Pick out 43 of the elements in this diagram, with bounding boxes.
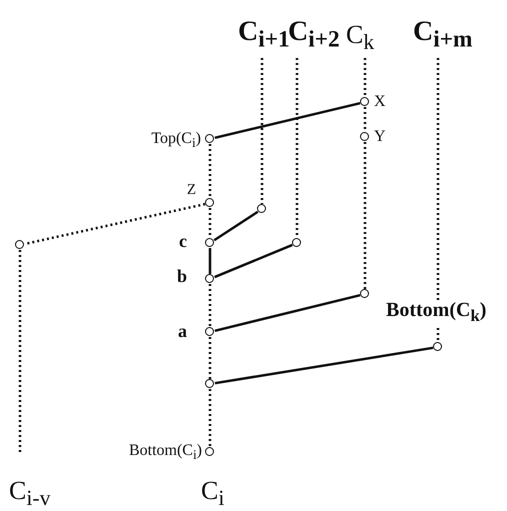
- dotted-line: [436, 58, 440, 342]
- dotted-line: [208, 337, 212, 379]
- point-marker: [205, 238, 214, 247]
- point-label: b: [176, 267, 188, 285]
- point-marker: [205, 379, 214, 388]
- line: [214, 102, 360, 140]
- dotted-line: [208, 144, 212, 198]
- chain-label: C$_{i}$: [200, 478, 226, 510]
- point-marker: [257, 204, 266, 213]
- point-marker: [205, 134, 214, 143]
- dotted-line: [364, 142, 366, 289]
- point-marker: [433, 342, 442, 351]
- line: [214, 244, 293, 278]
- point-marker: [360, 97, 369, 106]
- dotted-line: [364, 58, 366, 97]
- point-marker: [360, 289, 369, 298]
- line: [208, 248, 212, 274]
- chain-label: C$_{i+2}$: [288, 18, 341, 52]
- line: [214, 346, 434, 384]
- dotted-line: [208, 389, 212, 447]
- point-marker: [205, 198, 214, 207]
- chain-label: C$_{k}$: [345, 22, 376, 54]
- point-label: Bottom(C$_{i}$): [128, 443, 203, 462]
- dotted-line: [18, 250, 22, 455]
- chain-label: C$_{i+m}$: [412, 18, 474, 52]
- dotted-line: [296, 58, 298, 238]
- line: [214, 294, 360, 332]
- point-marker: [292, 238, 301, 247]
- point-label: Top(C$_{i}$): [150, 131, 202, 150]
- dotted-line: [208, 284, 212, 327]
- point-marker: [205, 327, 214, 336]
- point-label: Bottom(C$_{k}$): [385, 300, 488, 325]
- dotted-line: [364, 107, 366, 132]
- point-marker: [360, 132, 369, 141]
- chain-label: C$_{i-v}$: [8, 478, 52, 510]
- point-marker: [205, 447, 214, 456]
- chain-label: C$_{i+1}$: [237, 18, 290, 52]
- line: [214, 210, 258, 242]
- point-marker: [205, 274, 214, 283]
- dotted-line: [260, 58, 264, 204]
- dotted-line: [208, 208, 212, 238]
- dotted-line: [24, 202, 206, 246]
- point-marker: [15, 240, 24, 249]
